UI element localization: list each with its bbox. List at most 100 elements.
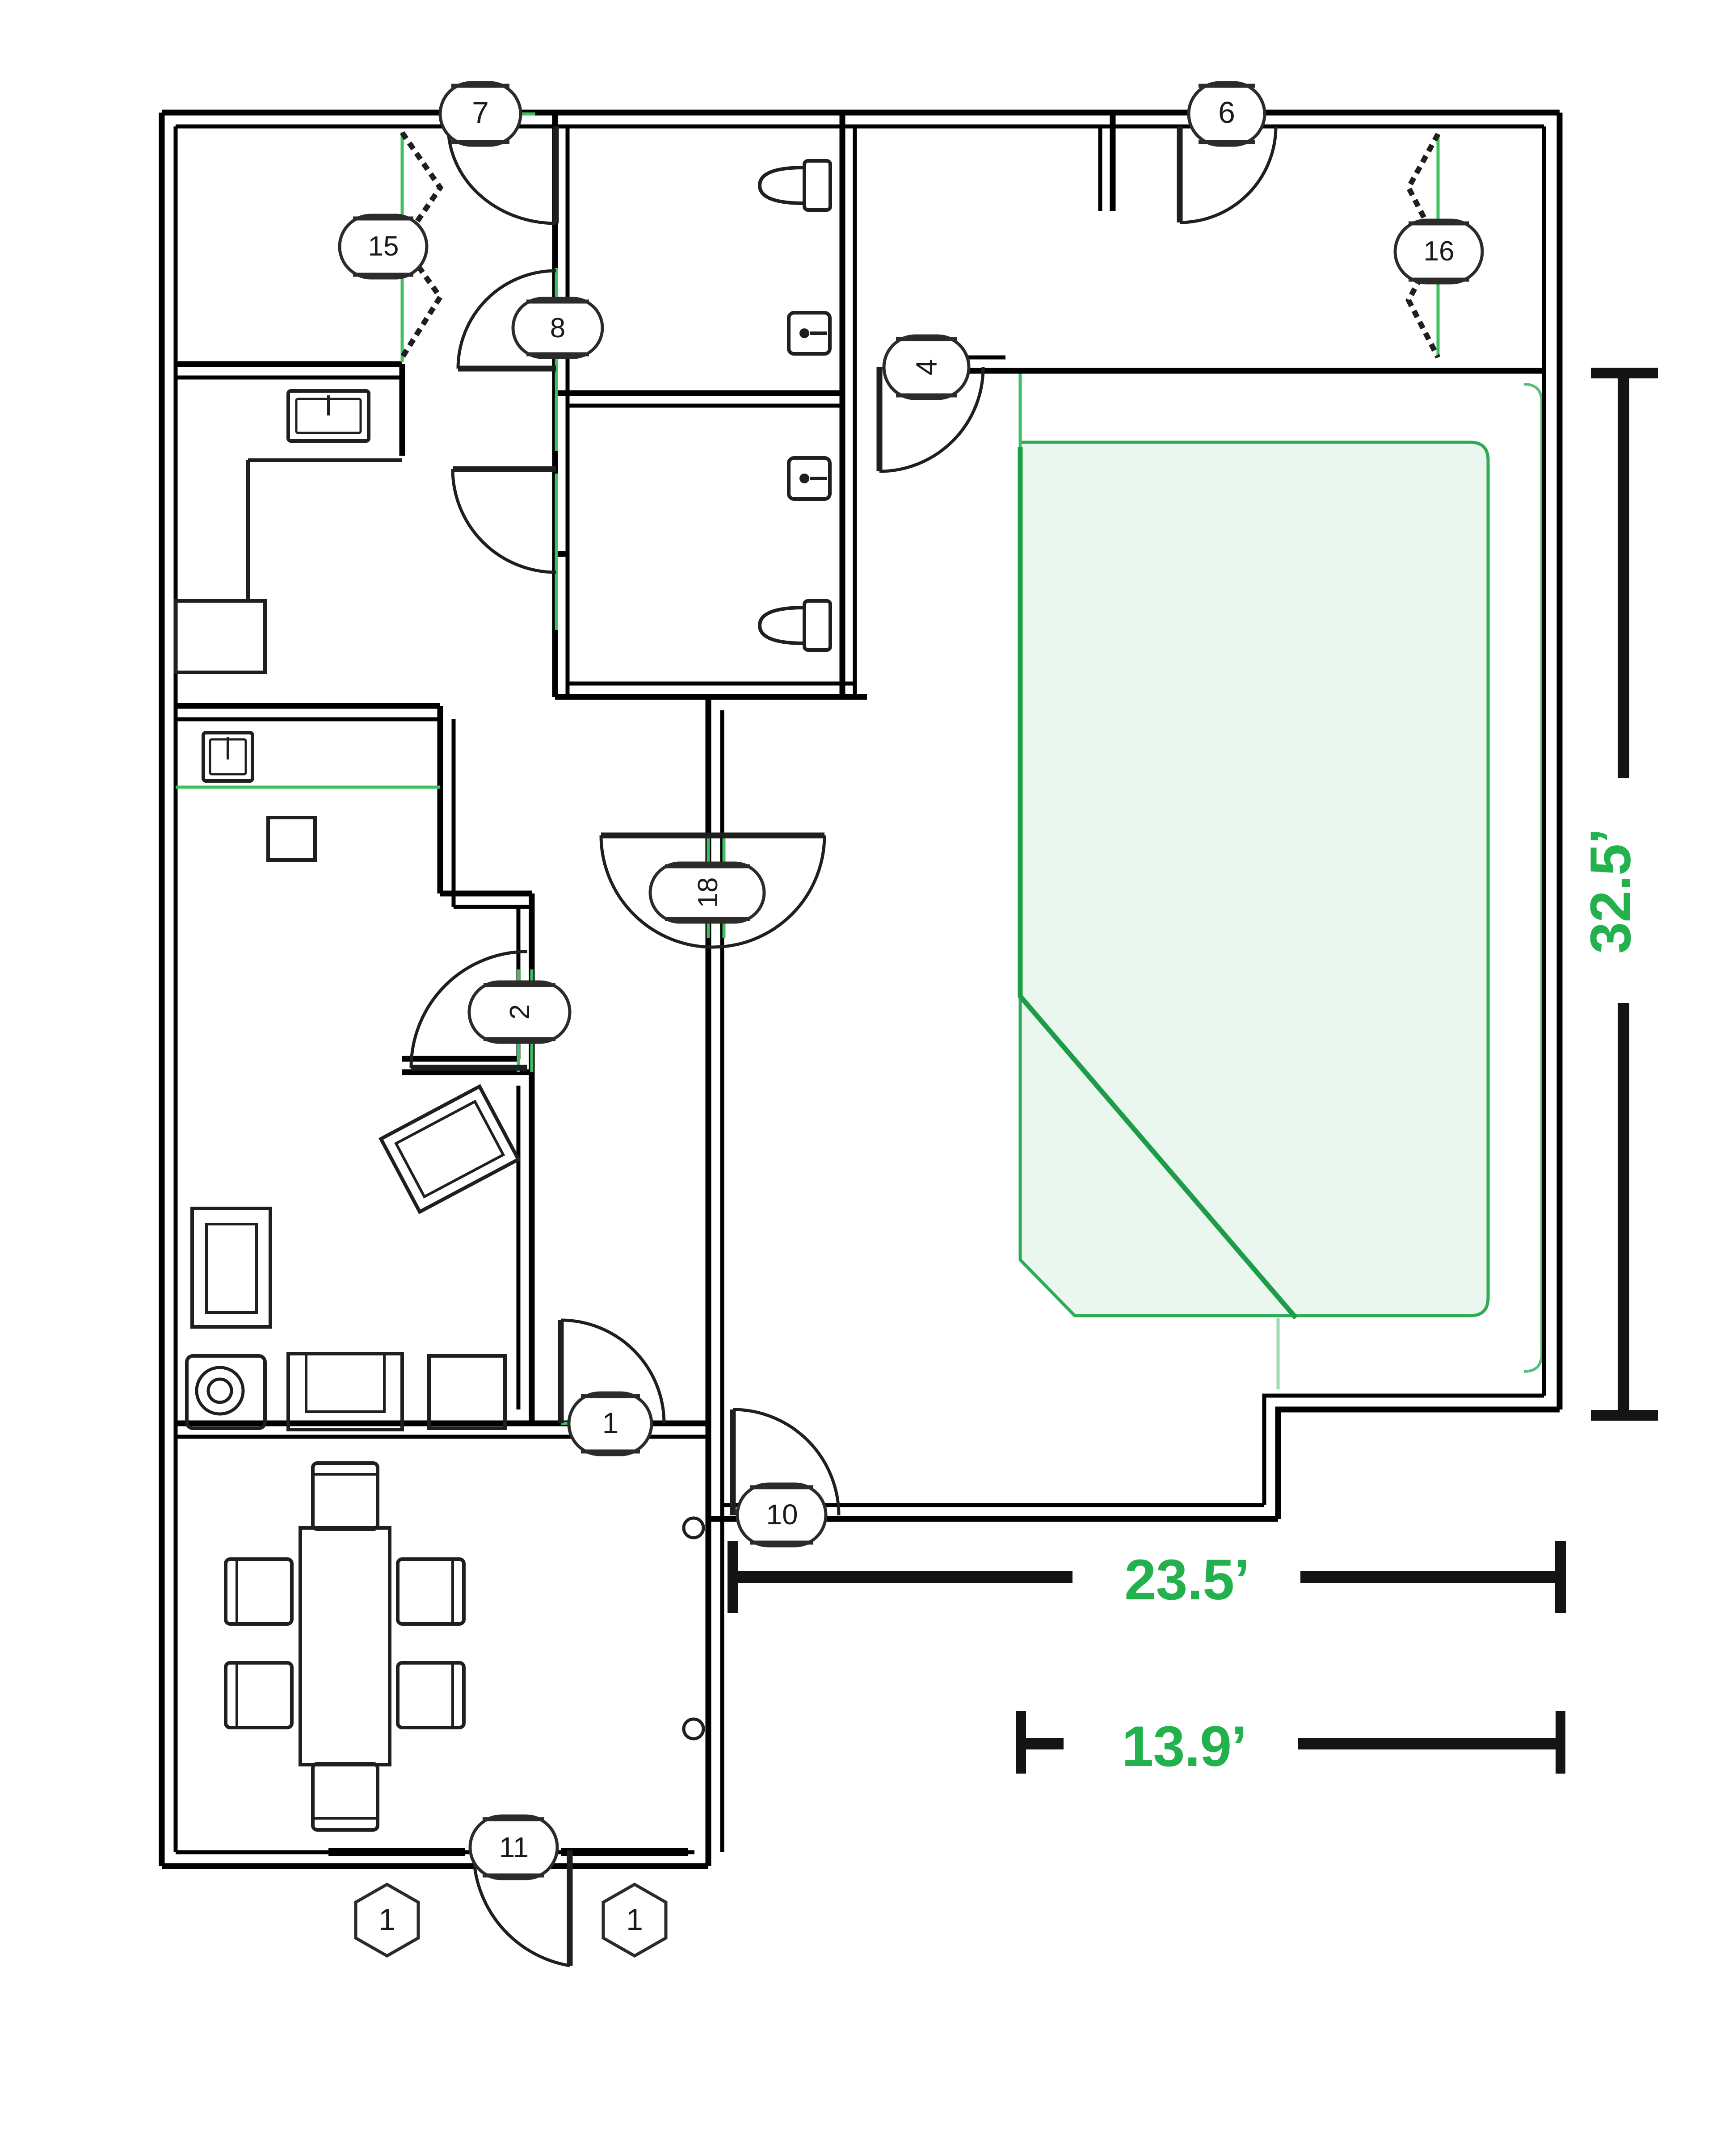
round-stool bbox=[185, 1354, 267, 1430]
door-10 bbox=[730, 1408, 841, 1516]
door-tag-1[interactable]: 1 bbox=[567, 1391, 653, 1456]
sink-upper bbox=[787, 311, 832, 356]
kitchen-sink bbox=[202, 731, 254, 783]
door-15-bifold bbox=[399, 131, 444, 359]
door-tag-18-label: 18 bbox=[693, 877, 723, 908]
door-tag-2[interactable]: 2 bbox=[467, 980, 572, 1044]
door-11 bbox=[472, 1850, 573, 1967]
door-tag-6[interactable]: 6 bbox=[1187, 81, 1266, 147]
door-tag-10[interactable]: 10 bbox=[736, 1482, 828, 1548]
toilet-upper bbox=[757, 159, 832, 212]
door-2-arc bbox=[409, 950, 528, 1068]
door-tag-8-upper[interactable]: 8 bbox=[511, 297, 604, 359]
dining-chair-6-body bbox=[396, 1661, 466, 1729]
door-tag-11-label: 11 bbox=[499, 1831, 529, 1863]
door-tag-6-label: 6 bbox=[1218, 96, 1235, 130]
hinge-lower bbox=[682, 1717, 705, 1741]
door-tag-15-label: 15 bbox=[368, 231, 399, 262]
door-tag-16-label: 16 bbox=[1424, 236, 1455, 267]
door-6-arc bbox=[1179, 126, 1278, 224]
door-tag-1-label: 1 bbox=[602, 1406, 619, 1439]
window-tag-left-label: 1 bbox=[379, 1903, 395, 1937]
armchair-1-seat bbox=[305, 1352, 386, 1413]
sink-lower-drain bbox=[799, 474, 809, 483]
door-tag-4-label: 4 bbox=[910, 359, 943, 376]
door-11-arc bbox=[472, 1850, 570, 1967]
fixtures bbox=[174, 159, 832, 1832]
dining-chair-5-body bbox=[396, 1557, 466, 1626]
round-stool-ring-outer bbox=[195, 1366, 245, 1416]
door-tag-16[interactable]: 16 bbox=[1393, 218, 1484, 285]
toilet-lower-bowl bbox=[757, 605, 806, 646]
wall-exterior-step-inner bbox=[1262, 1393, 1544, 1505]
round-stool-ring-inner bbox=[206, 1377, 233, 1404]
sink-lower bbox=[787, 456, 832, 501]
window-tag-right-label: 1 bbox=[626, 1903, 643, 1937]
door-tag-group: 7 6 15 16 8 4 bbox=[338, 81, 1484, 1880]
dining-chair-2-body bbox=[311, 1762, 379, 1832]
hinge-upper bbox=[682, 1516, 705, 1539]
door-18 bbox=[599, 832, 826, 949]
door-4-arc bbox=[879, 367, 985, 473]
door-tag-10-label: 10 bbox=[766, 1498, 798, 1531]
door-4 bbox=[876, 367, 985, 473]
armchair-1 bbox=[286, 1352, 404, 1431]
coffee-table-inner bbox=[394, 1099, 505, 1199]
dining-chair-4-body bbox=[224, 1661, 294, 1729]
wall-exterior-bottom-right-step bbox=[1275, 1406, 1560, 1519]
dining-chair-4 bbox=[224, 1661, 294, 1729]
sofa bbox=[190, 1207, 272, 1329]
side-table bbox=[427, 1354, 507, 1430]
door-1 bbox=[558, 1318, 666, 1424]
dimension-vertical-label: 32.5’ bbox=[1579, 829, 1643, 954]
door-8-lower-arc bbox=[451, 469, 556, 574]
pool-terrace-area bbox=[1018, 372, 1543, 1389]
door-7-arc bbox=[446, 126, 556, 225]
dining-chair-3 bbox=[224, 1557, 294, 1626]
sink-upper-drain bbox=[799, 328, 809, 338]
dining-chair-3-body bbox=[224, 1557, 294, 1626]
vanity-basin bbox=[286, 389, 370, 443]
door-tag-15[interactable]: 15 bbox=[338, 214, 429, 280]
vanity-basin-body bbox=[286, 389, 370, 443]
door-tag-7[interactable]: 7 bbox=[438, 81, 522, 147]
dining-set bbox=[224, 1461, 466, 1832]
door-1-arc bbox=[560, 1318, 666, 1424]
window-tag-group: 1 1 bbox=[354, 1882, 668, 1958]
pool-chamfer-edge bbox=[1018, 447, 1298, 1320]
door-7 bbox=[446, 126, 559, 225]
door-tag-2-label: 2 bbox=[505, 1004, 535, 1019]
dining-chair-1 bbox=[311, 1461, 379, 1531]
terrace-outer-curve bbox=[1523, 383, 1543, 1373]
kitchen-sink-body bbox=[202, 731, 254, 783]
door-tag-11[interactable]: 11 bbox=[468, 1814, 559, 1880]
coffee-table bbox=[378, 1084, 521, 1214]
door-tag-18[interactable]: 18 bbox=[648, 861, 766, 924]
door-6 bbox=[1177, 126, 1278, 224]
dimension-horizontal-lower: 13.9’ bbox=[1016, 1711, 1565, 1778]
door-2 bbox=[409, 950, 528, 1071]
hall-table bbox=[266, 816, 317, 862]
window-tag-left[interactable]: 1 bbox=[354, 1882, 420, 1958]
sofa-cushion bbox=[205, 1223, 258, 1314]
door-tag-4[interactable]: 4 bbox=[882, 334, 971, 400]
dimension-vertical-right: 32.5’ bbox=[1579, 368, 1658, 1421]
door-8-upper bbox=[456, 269, 556, 372]
toilet-lower bbox=[757, 599, 832, 652]
door-tag-7-label: 7 bbox=[472, 96, 489, 130]
dimension-horizontal-upper: 23.5’ bbox=[728, 1541, 1566, 1613]
door-10-arc bbox=[732, 1408, 841, 1516]
walls bbox=[159, 109, 1563, 1869]
door-15-panels bbox=[399, 131, 444, 359]
window-tag-right[interactable]: 1 bbox=[601, 1882, 668, 1958]
pool-outline-outer bbox=[1018, 440, 1490, 1317]
sofa-body bbox=[190, 1207, 272, 1329]
counter-block bbox=[174, 599, 267, 674]
sink-upper-basin bbox=[787, 311, 832, 356]
dining-chair-1-body bbox=[311, 1461, 379, 1531]
door-8-lower bbox=[451, 466, 556, 574]
dining-chair-2 bbox=[311, 1762, 379, 1832]
toilet-upper-bowl bbox=[757, 165, 806, 206]
